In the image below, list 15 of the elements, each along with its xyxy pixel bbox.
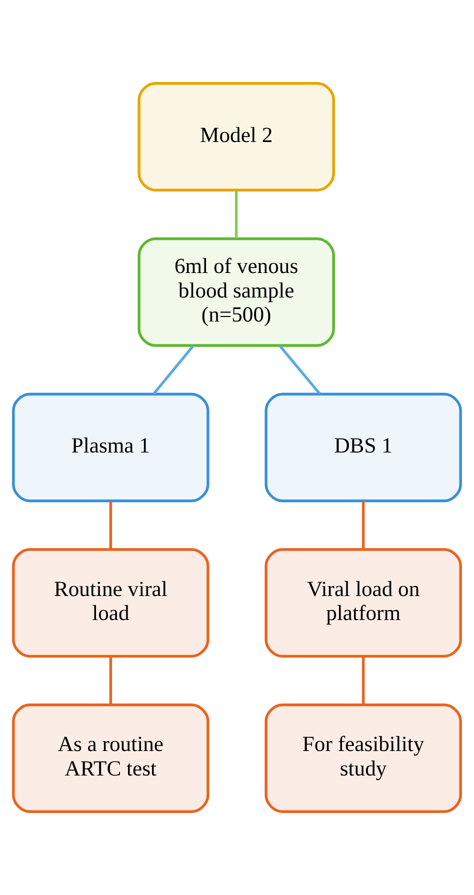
connector [362, 656, 365, 704]
connector [152, 344, 194, 395]
node-box: 6ml of venous blood sample (n=500) [138, 237, 335, 347]
node-box: For feasibility study [264, 704, 462, 813]
node-box: DBS 1 [264, 392, 462, 502]
node-box: Model 2 [138, 82, 335, 192]
node-box: Routine viral load [12, 548, 210, 658]
node-box: As a routine ARTC test [12, 704, 210, 813]
connector [278, 344, 321, 395]
node-box: Plasma 1 [12, 392, 210, 502]
connector [109, 656, 112, 704]
node-box: Viral load on platform [264, 548, 462, 658]
connector [234, 190, 238, 238]
connector [362, 500, 365, 550]
connector [109, 500, 112, 550]
